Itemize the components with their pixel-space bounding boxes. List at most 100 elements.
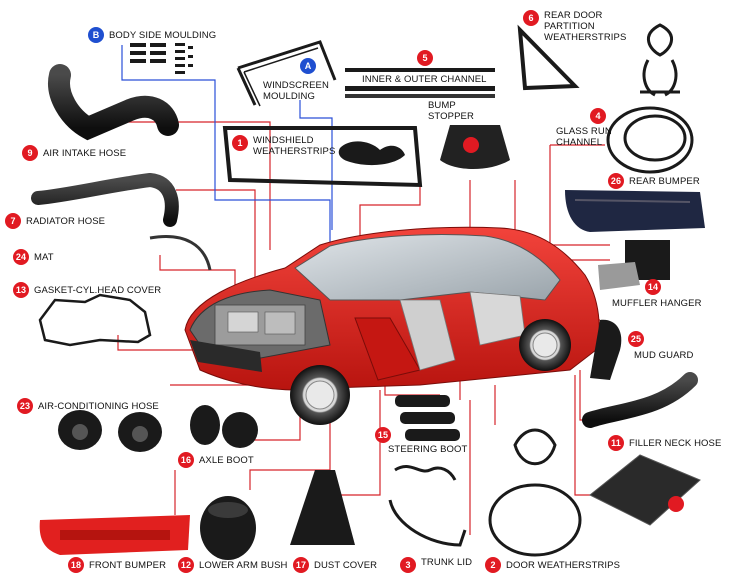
badge-3: 4 <box>590 108 606 124</box>
glass-run-channel-part <box>388 464 467 547</box>
badge-16: 16 <box>178 452 194 468</box>
label-lower-arm-bush: LOWER ARM BUSH <box>199 559 288 571</box>
label-bump-stopper: BUMP STOPPER <box>428 100 474 122</box>
door-weatherstrips-part <box>488 428 582 557</box>
badge-12: 12 <box>178 557 194 573</box>
label-front-bumper: FRONT BUMPER <box>89 559 167 571</box>
callout-14-label: MUFFLER HANGER <box>612 298 702 309</box>
callout-17: 17 DUST COVER <box>293 557 377 573</box>
callout-3: 4 <box>590 108 606 124</box>
callout-18: 18 FRONT BUMPER <box>68 557 166 573</box>
clip-part <box>640 23 680 97</box>
filler-neck-hose-part <box>582 372 698 428</box>
callout-21: 23 AIR-CONDITIONING HOSE <box>17 398 159 414</box>
label-trunk-lid: GLASS RUN CHANNEL <box>556 126 612 148</box>
callout-11: 11 FILLER NECK HOSE <box>608 435 721 451</box>
car-illustration <box>184 226 600 425</box>
label-muffler-hanger: MUFFLER HANGER <box>612 298 702 309</box>
badge-7: 7 <box>5 213 21 229</box>
badge-A: A <box>300 58 316 74</box>
badge-4: 3 <box>400 557 416 573</box>
label-windshield-weatherstrips: WINDSHIELD WEATHERSTRIPS <box>253 135 336 157</box>
callout-B: B BODY SIDE MOULDING <box>88 27 216 43</box>
label-radiator-hose: RADIATOR HOSE <box>26 215 106 227</box>
dust-cover-part <box>290 470 355 545</box>
axle-boot-part <box>190 405 258 448</box>
label-rear-door-partition: REAR DOOR PARTITION WEATHERSTRIPS <box>544 10 627 43</box>
callout-7: 7 RADIATOR HOSE <box>5 213 105 229</box>
label-cusion-strut-bar: AIR-CONDITIONING HOSE <box>38 400 159 412</box>
callout-3-label: GLASS RUN CHANNEL <box>556 126 612 148</box>
callout-24 <box>668 496 684 512</box>
callout-15-label: STEERING BOOT <box>388 444 467 455</box>
mat-part <box>589 454 701 526</box>
label-gasket-cyl-head-cover: GASKET-CYL.HEAD COVER <box>34 284 162 296</box>
badge-21: 23 <box>17 398 33 414</box>
label-mud-guard: MUD GUARD <box>634 350 694 361</box>
label-door-weatherstrips: DOOR WEATHERSTRIPS <box>506 559 621 571</box>
callout-25: 25 <box>628 331 644 347</box>
badge-B: B <box>88 27 104 43</box>
rear-bumper-part <box>565 190 705 232</box>
radiator-hose-part <box>31 172 179 227</box>
callout-5: 5 <box>417 50 433 66</box>
callout-12: 12 LOWER ARM BUSH <box>178 557 288 573</box>
callout-23: 24 MAT <box>13 249 54 265</box>
callout-15: 15 <box>375 427 391 443</box>
mud-guard-part <box>590 319 622 380</box>
rear-door-partition-part <box>517 24 580 91</box>
callout-18b <box>463 137 479 153</box>
badge-17: 17 <box>293 557 309 573</box>
label-body-side-moulding: BODY SIDE MOULDING <box>109 29 217 41</box>
badge-23: 24 <box>13 249 29 265</box>
trunk-lid-part <box>606 106 694 174</box>
badge-18: 18 <box>68 557 84 573</box>
front-bumper-part <box>39 515 190 555</box>
windscreen-moulding-part <box>236 40 337 107</box>
callout-A: A <box>300 58 316 74</box>
label-air-intake-hose: AIR INTAKE HOSE <box>43 147 127 159</box>
badge-18b <box>463 137 479 153</box>
callout-5-label: INNER & OUTER CHANNEL <box>362 74 487 85</box>
badge-25: 25 <box>628 331 644 347</box>
inner-outer-channel-part <box>345 68 495 98</box>
badge-14: 14 <box>645 279 661 295</box>
label-dust-cover: DUST COVER <box>314 559 378 571</box>
label-steering-boot: STEERING BOOT <box>388 444 468 455</box>
badge-26: 26 <box>608 173 624 189</box>
badge-5: 5 <box>417 50 433 66</box>
callout-1: 1 WINDSHIELD WEATHERSTRIPS <box>232 135 335 157</box>
label-glass-run-channel: TRUNK LID <box>421 557 473 568</box>
label-windscreen-moulding: WINDSCREEN MOULDING <box>263 80 329 102</box>
badge-2: 2 <box>485 557 501 573</box>
callout-26: 26 REAR BUMPER <box>608 173 700 189</box>
callout-25-label: MUD GUARD <box>634 350 693 361</box>
steering-boot-part <box>395 395 460 441</box>
callout-4: 3 TRUNK LID <box>400 557 472 573</box>
windshield-weatherstrip-part <box>222 126 423 188</box>
cushion-strut-bar-part <box>58 410 162 452</box>
callout-2: 2 DOOR WEATHERSTRIPS <box>485 557 620 573</box>
badge-11: 11 <box>608 435 624 451</box>
muffler-hanger-part <box>598 240 670 290</box>
label-rear-bumper: REAR BUMPER <box>629 175 700 187</box>
callout-14: 14 <box>645 279 661 295</box>
badge-9: 9 <box>22 145 38 161</box>
label-air-conditioning-hose: MAT <box>34 251 54 263</box>
air-conditioning-hose-part <box>149 235 212 271</box>
lower-arm-bush-part <box>200 496 256 560</box>
callout-6: 6 REAR DOOR PARTITION WEATHERSTRIPS <box>523 10 626 43</box>
badge-13: 13 <box>13 282 29 298</box>
label-inner-outer-channel: INNER & OUTER CHANNEL <box>362 74 487 85</box>
label-axle-boot: AXLE BOOT <box>199 454 254 466</box>
body-side-moulding-part <box>130 43 193 74</box>
badge-15: 15 <box>375 427 391 443</box>
callout-9: 9 AIR INTAKE HOSE <box>22 145 126 161</box>
callout-bump-stopper: BUMP STOPPER <box>428 100 474 122</box>
badge-24 <box>668 496 684 512</box>
label-filler-neck-hose: FILLER NECK HOSE <box>629 437 722 449</box>
air-intake-hose-part <box>48 64 179 141</box>
callout-13: 13 GASKET-CYL.HEAD COVER <box>13 282 161 298</box>
